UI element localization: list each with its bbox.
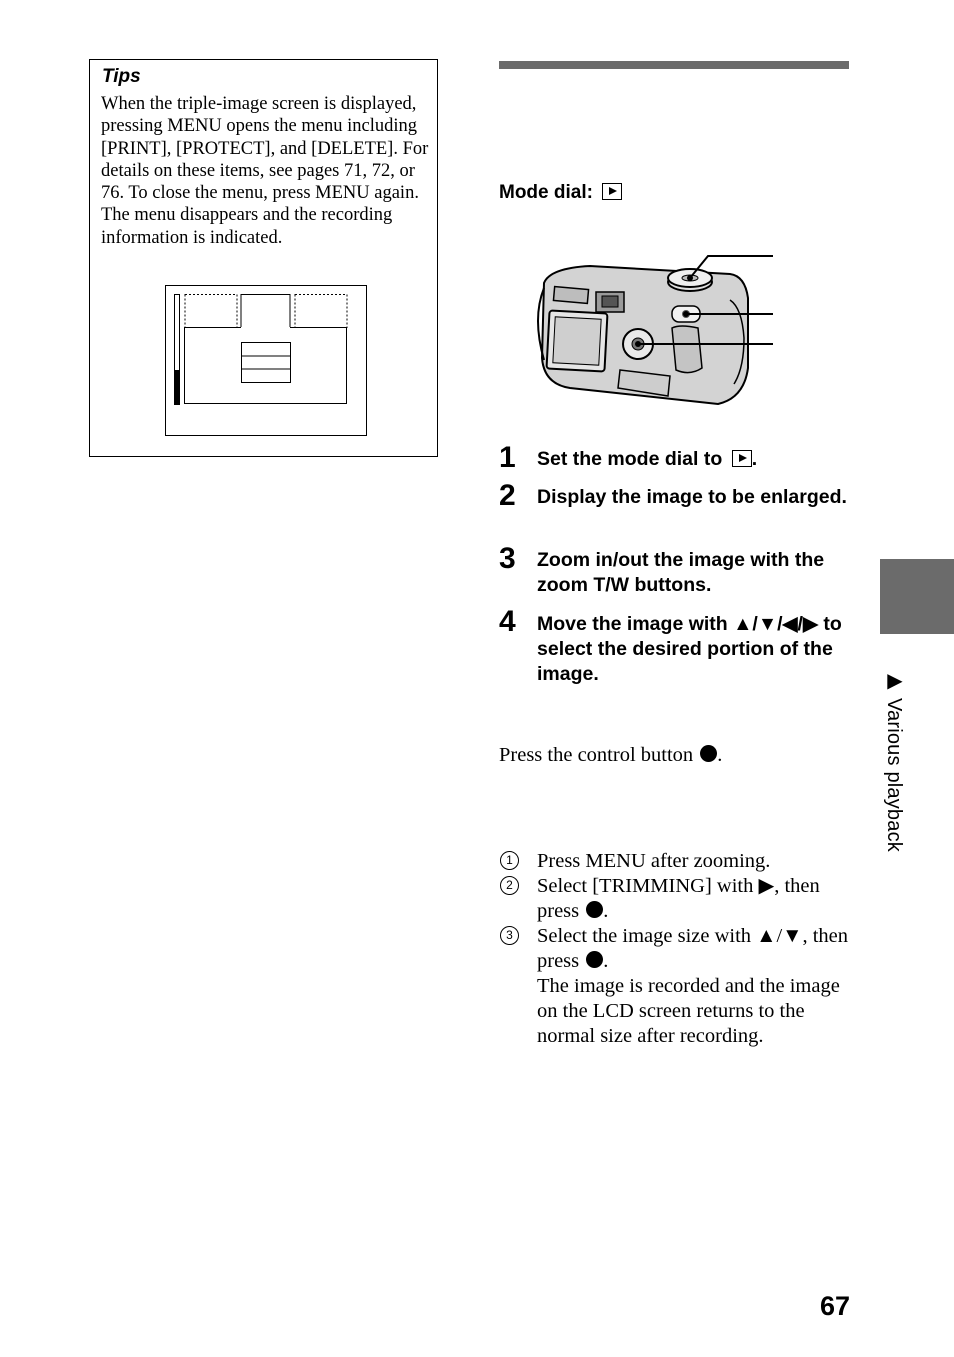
step-text: Move the image with ▲/▼/◀/▶ to select th…: [537, 613, 842, 685]
play-icon: [731, 450, 752, 467]
section-tab-label: ▶ Various playback: [883, 668, 905, 852]
step-number: 3: [499, 542, 516, 575]
substep-note: The image is recorded and the image on t…: [537, 975, 840, 1047]
tips-body: When the triple-image screen is displaye…: [101, 94, 429, 248]
page-number: 67: [819, 1291, 850, 1321]
section-tab: [880, 559, 954, 634]
substep-text: Press MENU after zooming.: [537, 850, 771, 872]
play-icon: [602, 183, 623, 200]
mode-dial-label: Mode dial:: [499, 182, 593, 203]
substep-number: 2: [500, 876, 519, 895]
step-number: 4: [499, 605, 516, 638]
step-text: Zoom in/out the image with the zoom T/W …: [537, 549, 825, 596]
control-button-icon: [586, 901, 604, 918]
press-control-text: Press the control button .: [499, 744, 723, 766]
tips-title: Tips: [102, 66, 141, 87]
control-button-icon: [700, 745, 718, 762]
step-text: Set the mode dial to .: [537, 448, 758, 470]
camera-illustration: [537, 255, 773, 406]
substep-number: 3: [500, 926, 519, 945]
substep-text: Select [TRIMMING] with ▶, then press .: [537, 875, 820, 922]
step-text: Display the image to be enlarged.: [537, 486, 847, 508]
substep-text: Select the image size with ▲/▼, then pre…: [537, 924, 852, 1049]
step-number: 2: [499, 479, 516, 512]
triple-image-screen-illustration: [165, 285, 367, 436]
substep-number: 1: [500, 851, 519, 870]
control-button-icon: [586, 951, 604, 968]
step-number: 1: [499, 441, 516, 474]
tips-box: Tips When the triple-image screen is dis…: [89, 59, 438, 457]
mode-dial-line: Mode dial:: [499, 182, 623, 204]
section-header-bar: [499, 61, 849, 69]
